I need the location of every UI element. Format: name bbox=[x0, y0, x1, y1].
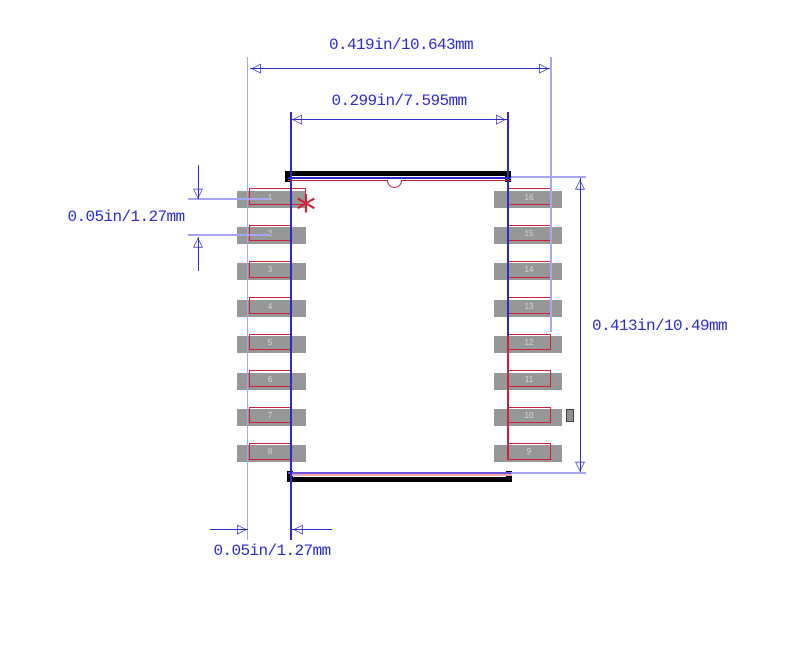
extension-line-right-outer bbox=[550, 57, 552, 332]
dim-label-pitch-bottom: 0.05in/1.27mm bbox=[213, 542, 331, 560]
extension-line-left-inner bbox=[290, 112, 292, 540]
pad-number-right: 13 bbox=[524, 301, 534, 311]
pad-copper-right bbox=[494, 263, 562, 281]
package-top-left-corner bbox=[285, 170, 291, 182]
pad-number-left: 8 bbox=[267, 447, 273, 457]
package-bottom-assembly-line bbox=[288, 472, 511, 474]
dim-label-height-right: 0.413in/10.49mm bbox=[592, 317, 728, 335]
pad-copper-right bbox=[494, 445, 562, 463]
pad-number-right: 9 bbox=[526, 447, 532, 457]
pad-copper-left bbox=[237, 226, 306, 244]
pad-number-right: 16 bbox=[524, 192, 534, 202]
pad-number-left: 4 bbox=[267, 301, 273, 311]
extension-line-pad1-center bbox=[188, 198, 270, 200]
pin1-notch bbox=[387, 180, 402, 188]
dim-line-inner-width bbox=[291, 118, 507, 120]
pad-copper-right bbox=[494, 372, 562, 390]
package-bottom-courtyard-line bbox=[290, 474, 512, 476]
pad-copper-right bbox=[494, 226, 562, 244]
orientation-square bbox=[566, 409, 574, 422]
extension-line-right-bottom bbox=[511, 472, 586, 474]
arrow-right-icon: ▷ bbox=[539, 60, 549, 76]
arrow-down-icon: ▽ bbox=[193, 185, 203, 201]
pad-copper-left bbox=[237, 299, 306, 317]
arrow-up-icon: △ bbox=[575, 176, 585, 192]
arrow-left-icon: ◁ bbox=[251, 60, 261, 76]
dim-line-height-right bbox=[579, 178, 581, 472]
dim-label-inner-width: 0.299in/7.595mm bbox=[331, 92, 467, 110]
pad-number-left: 7 bbox=[267, 410, 273, 420]
arrow-right-icon: ▷ bbox=[496, 111, 506, 127]
package-top-edge bbox=[285, 170, 511, 176]
pad-number-left: 3 bbox=[267, 265, 273, 275]
pad-copper-right bbox=[494, 336, 562, 354]
extension-line-pad2-center bbox=[188, 234, 270, 236]
pad-number-left: 5 bbox=[267, 338, 273, 348]
arrow-up-icon: △ bbox=[193, 234, 203, 250]
pad-number-left: 1 bbox=[267, 192, 273, 202]
pad-copper-right bbox=[494, 408, 562, 426]
extension-line-left-outer bbox=[246, 57, 249, 540]
pad-number-right: 11 bbox=[524, 374, 534, 384]
arrow-right-icon: ▷ bbox=[237, 521, 247, 537]
pad-number-right: 15 bbox=[524, 228, 534, 238]
pad-copper-right bbox=[494, 299, 562, 317]
pad-number-left: 6 bbox=[267, 374, 273, 384]
pad-copper-left bbox=[237, 190, 306, 208]
package-bottom-edge bbox=[287, 476, 512, 482]
pad-copper-left bbox=[237, 336, 306, 354]
pad-number-right: 10 bbox=[524, 410, 534, 420]
pad-number-right: 14 bbox=[524, 265, 534, 275]
dim-line-bottom-left-seg bbox=[210, 528, 248, 530]
pad-copper-left bbox=[237, 372, 306, 390]
arrow-down-icon: ▽ bbox=[575, 458, 585, 474]
pad-copper-left bbox=[237, 263, 306, 281]
dim-line-pitch-lower bbox=[197, 237, 199, 271]
extension-line-right-inner bbox=[507, 112, 509, 336]
pad-copper-left bbox=[237, 445, 306, 463]
arrow-left-icon: ◁ bbox=[293, 521, 303, 537]
pad-copper-right bbox=[494, 190, 562, 208]
arrow-left-icon: ◁ bbox=[292, 111, 302, 127]
package-bottom-left-corner bbox=[287, 470, 293, 482]
dim-line-outer-width bbox=[250, 67, 550, 69]
dim-line-bottom-right-seg bbox=[292, 528, 332, 530]
pad-copper-left bbox=[237, 408, 306, 426]
package-bottom-right-corner bbox=[506, 470, 512, 482]
pad-number-left: 2 bbox=[254, 229, 286, 238]
dim-label-outer-width: 0.419in/10.643mm bbox=[328, 36, 474, 54]
extension-line-right-top bbox=[511, 176, 586, 178]
dim-label-pitch-left: 0.05in/1.27mm bbox=[67, 208, 185, 226]
package-top-assembly-line bbox=[288, 177, 511, 179]
dim-line-pitch-upper bbox=[197, 165, 199, 199]
pad-outline-left bbox=[248, 188, 306, 205]
pad-number-right: 12 bbox=[524, 338, 534, 348]
